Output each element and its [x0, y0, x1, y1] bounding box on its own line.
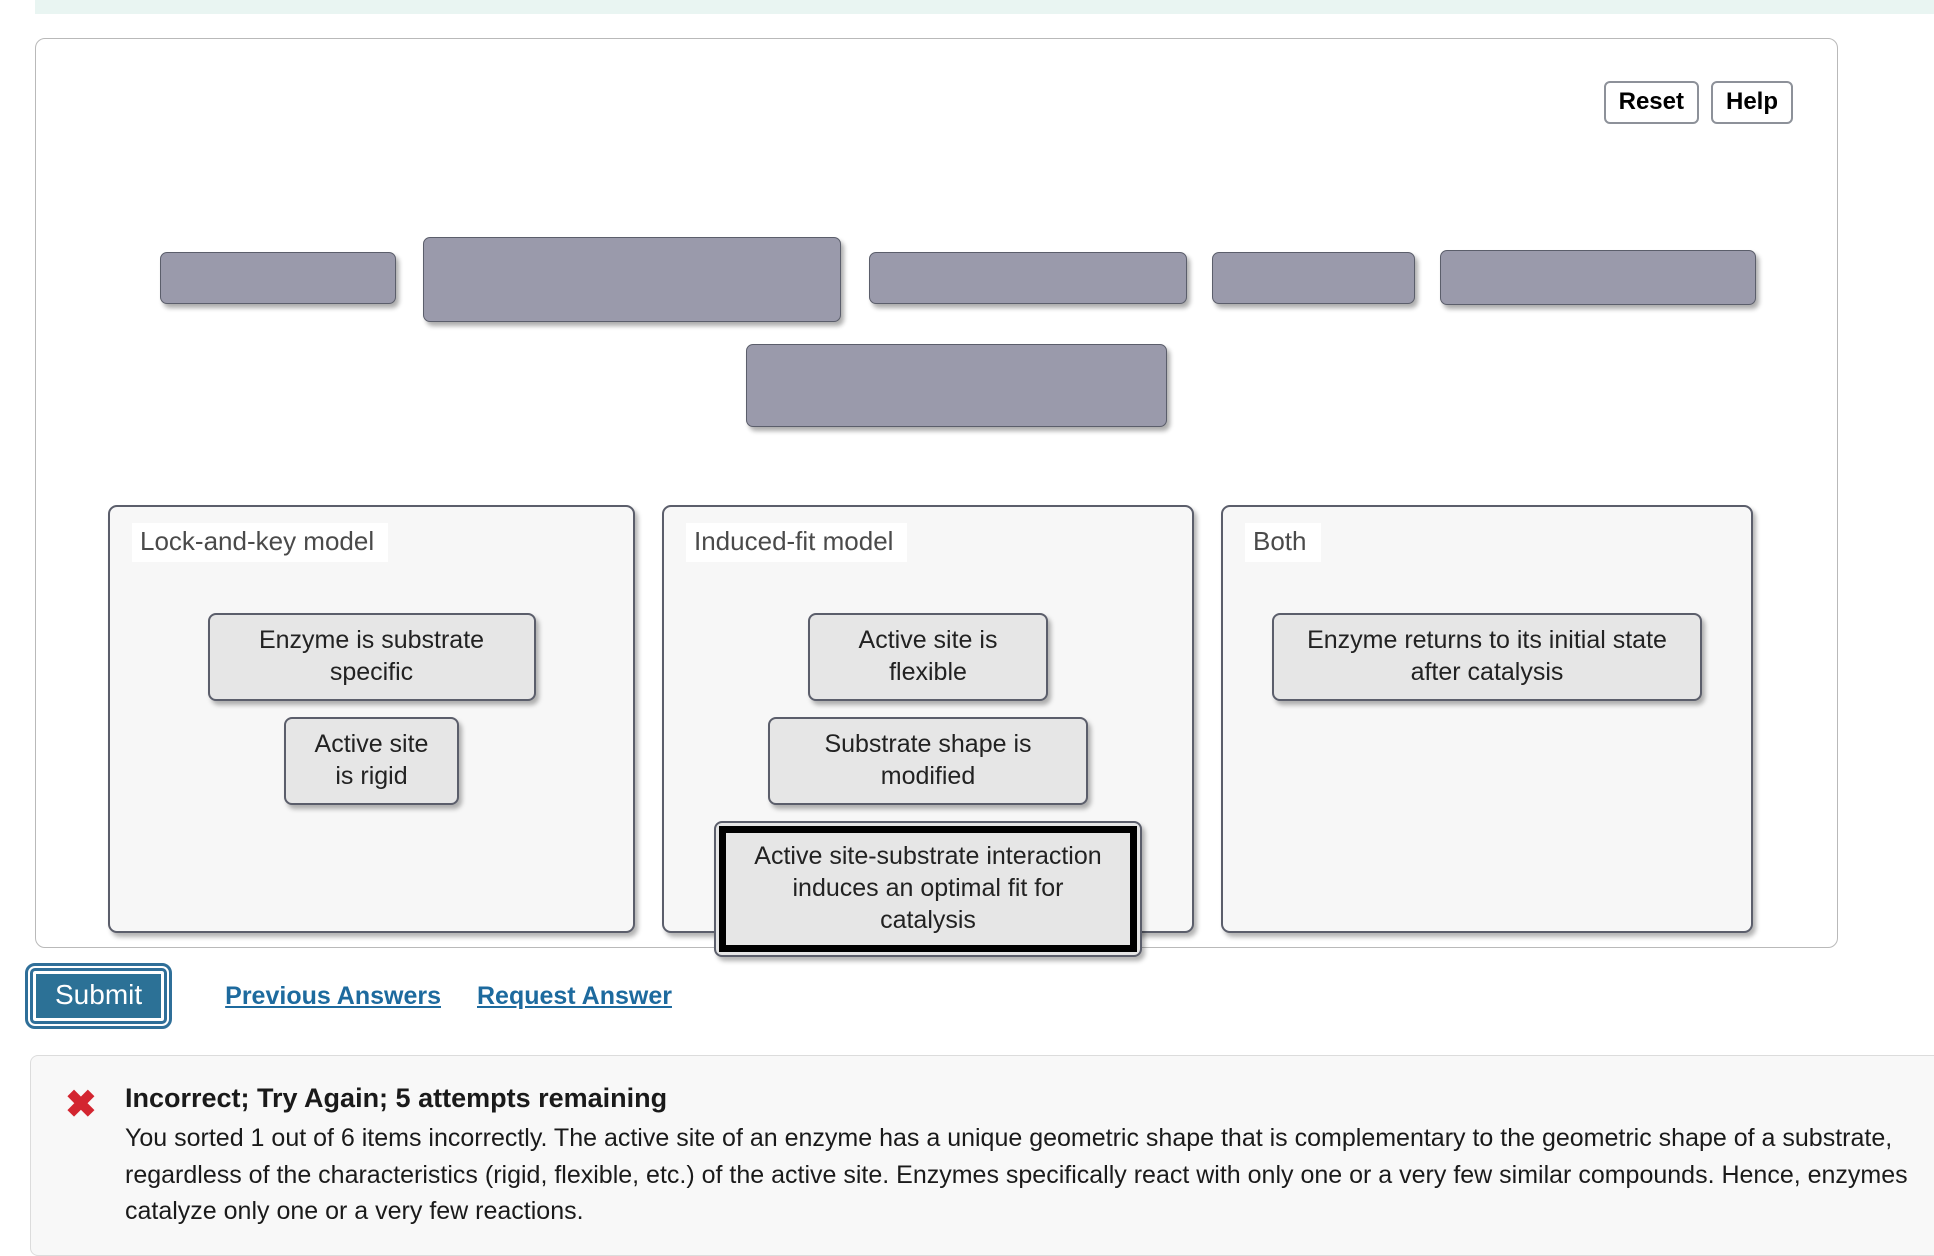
request-answer-link[interactable]: Request Answer [477, 981, 672, 1010]
bin-title-induced-fit: Induced-fit model [686, 523, 908, 563]
feedback-title: Incorrect; Try Again; 5 attempts remaini… [125, 1083, 668, 1113]
feedback-body: Incorrect; Try Again; 5 attempts remaini… [125, 1082, 1934, 1229]
x-mark-icon: ✖ [65, 1084, 97, 1126]
empty-source-slot-2[interactable] [423, 237, 841, 322]
sorted-item-selected[interactable]: Active site-substrate interaction induce… [714, 821, 1142, 957]
sorted-item[interactable]: Enzyme is substrate specific [207, 613, 536, 701]
sorted-item-label: Active site-substrate interaction induce… [719, 826, 1137, 952]
empty-source-slot-3[interactable] [869, 252, 1187, 304]
help-button[interactable]: Help [1710, 81, 1793, 125]
sorted-item[interactable]: Substrate shape is modified [768, 717, 1088, 805]
empty-source-slot-5[interactable] [1440, 250, 1756, 305]
empty-source-slot-1[interactable] [160, 252, 396, 304]
answer-action-row: Submit Previous Answers Request Answer [24, 963, 672, 1029]
top-accent-strip [35, 0, 1934, 14]
reset-button[interactable]: Reset [1603, 81, 1699, 125]
bin-title-lock-and-key: Lock-and-key model [132, 523, 389, 563]
tool-button-group: Reset Help [1603, 81, 1793, 125]
bin-item-list-both: Enzyme returns to its initial state afte… [1223, 613, 1751, 701]
sorted-item[interactable]: Active site is flexible [808, 613, 1048, 701]
empty-source-slot-4[interactable] [1212, 252, 1415, 304]
submit-button[interactable]: Submit [24, 963, 173, 1029]
sorted-item[interactable]: Active site is rigid [284, 717, 459, 805]
sorted-item[interactable]: Enzyme returns to its initial state afte… [1272, 613, 1702, 701]
feedback-text: You sorted 1 out of 6 items incorrectly.… [125, 1124, 1908, 1225]
previous-answers-link[interactable]: Previous Answers [225, 981, 441, 1010]
bin-title-both: Both [1245, 523, 1321, 563]
empty-source-slot-6[interactable] [746, 344, 1167, 427]
feedback-panel: ✖ Incorrect; Try Again; 5 attempts remai… [30, 1055, 1934, 1256]
